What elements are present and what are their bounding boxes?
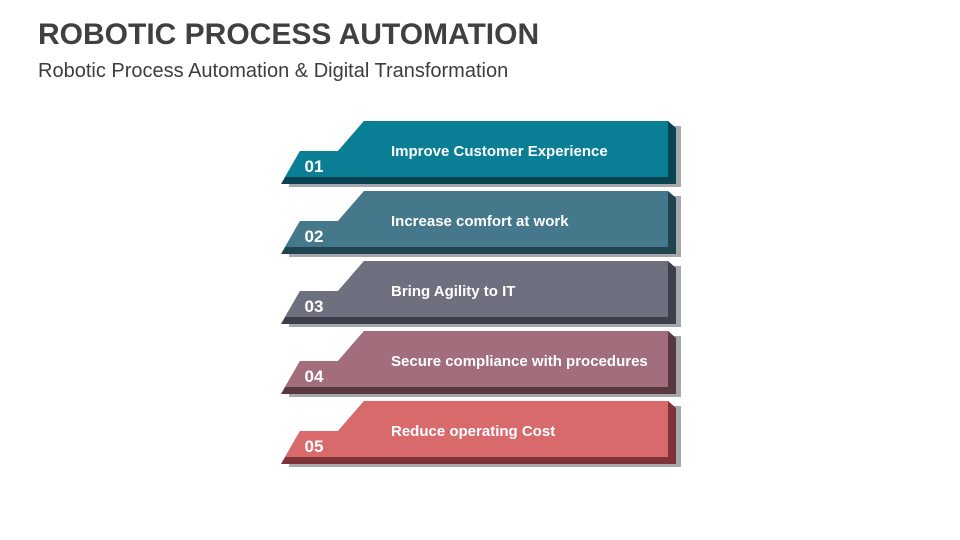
banner-number: 02 <box>305 227 324 246</box>
slide-header: ROBOTIC PROCESS AUTOMATION Robotic Proce… <box>38 18 539 83</box>
banner-number: 04 <box>305 367 324 386</box>
slide-title: ROBOTIC PROCESS AUTOMATION <box>38 18 540 51</box>
banner-label: Improve Customer Experience <box>391 143 608 160</box>
banner-number: 03 <box>305 297 324 316</box>
banner-label: Increase comfort at work <box>391 213 569 230</box>
banner-face <box>285 331 668 387</box>
banner-row: 01 Improve Customer Experience <box>281 121 682 187</box>
banner-face <box>285 121 668 177</box>
banner-label: Secure compliance with procedures <box>391 353 648 370</box>
banner-number: 01 <box>305 157 324 176</box>
banner-row: 04 Secure compliance with procedures <box>281 331 682 397</box>
slide-subtitle: Robotic Process Automation & Digital Tra… <box>38 60 509 82</box>
banner-number: 05 <box>305 437 324 456</box>
banner-label: Bring Agility to IT <box>391 283 515 300</box>
banner-face <box>285 191 668 247</box>
banner-label: Reduce operating Cost <box>391 423 555 440</box>
banner-face <box>285 261 668 317</box>
banner-row: 05 Reduce operating Cost <box>281 401 682 467</box>
banner-list: 01 Improve Customer Experience 02 Increa… <box>281 121 682 467</box>
banner-row: 03 Bring Agility to IT <box>281 261 682 327</box>
banner-row: 02 Increase comfort at work <box>281 191 682 257</box>
banner-face <box>285 401 668 457</box>
